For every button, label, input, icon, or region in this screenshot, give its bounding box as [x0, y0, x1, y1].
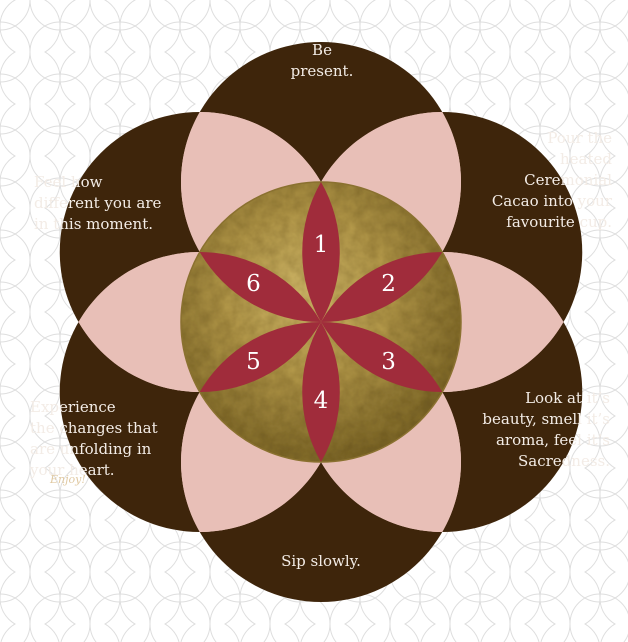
step-1-text: Be present.	[262, 40, 382, 82]
step-4-text: Sip slowly.	[246, 551, 396, 572]
step-number-1: 1	[314, 232, 329, 258]
signoff-text: Enjoy!	[50, 473, 86, 486]
step-5-text: Experience the changes that are unfoldin…	[30, 397, 180, 481]
step-number-2: 2	[381, 271, 396, 297]
step-6-text: Feel how different you are in this momen…	[34, 172, 184, 235]
step-number-3: 3	[381, 349, 396, 375]
step-number-5: 5	[246, 349, 261, 375]
step-number-4: 4	[314, 388, 329, 414]
step-2-text: Pour the heated Ceremonial Cacao into yo…	[470, 128, 612, 233]
step-3-text: Look at it’s beauty, smell it’s aroma, f…	[458, 388, 610, 472]
step-number-6: 6	[246, 271, 261, 297]
